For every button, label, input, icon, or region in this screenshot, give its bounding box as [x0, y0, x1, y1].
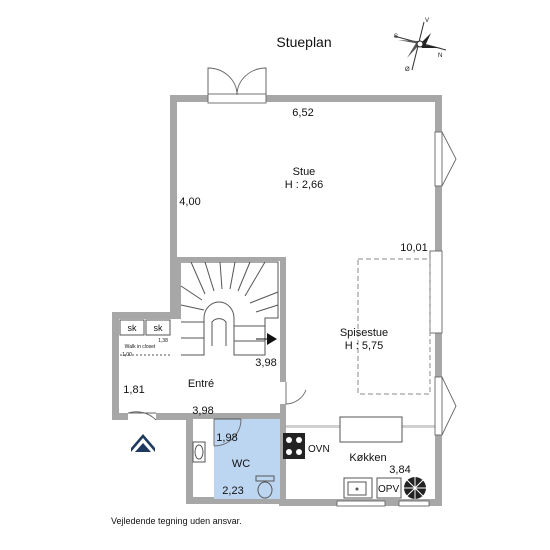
dim-kitchen-width: 3,84 [389, 464, 410, 476]
compass-label-v: V [425, 18, 429, 24]
terrace-doors [207, 67, 267, 104]
compass-icon: V N S Ø [393, 18, 447, 73]
label-ovn: OVN [308, 444, 330, 455]
entrance-door [127, 411, 157, 421]
label-opv: OPV [378, 484, 399, 495]
entrance-arrow-icon [131, 434, 155, 452]
room-kokken-name: Køkken [349, 452, 386, 464]
room-walk-in-name: Walk in closet [125, 344, 156, 350]
dim-entre-depth: 1,81 [123, 384, 144, 396]
plan-title: Stueplan [276, 34, 331, 50]
room-wc-name: WC [232, 458, 250, 470]
dim-closet-a: 1,38 [158, 338, 168, 344]
dim-stue-width: 6,52 [292, 107, 313, 119]
room-entre-name: Entré [188, 378, 214, 390]
dining-area-outline [357, 258, 431, 395]
room-spisestue-height: H : 5,75 [345, 340, 384, 352]
dim-entre-width: 3,98 [192, 405, 213, 417]
bottom-window [336, 500, 386, 507]
dim-stue-depth: 4,00 [179, 196, 200, 208]
dim-wc-depth: 1,98 [216, 432, 237, 444]
dim-right-depth: 10,01 [400, 242, 428, 254]
sink-icon [192, 441, 206, 463]
room-stue-name: Stue [293, 166, 316, 178]
room-stue-height: H : 2,66 [285, 179, 324, 191]
closet-cabinets [119, 319, 171, 356]
bottom-window-2 [398, 500, 430, 507]
compass-label-o: Ø [405, 67, 410, 73]
compass-label-s: S [394, 34, 398, 40]
dim-wc-width: 2,23 [222, 485, 243, 497]
dim-stair-width: 3,98 [255, 357, 276, 369]
kitchen-fixtures [283, 416, 426, 499]
room-spisestue-name: Spisestue [340, 327, 388, 339]
staircase [180, 261, 279, 356]
label-sk-1: sk [128, 323, 138, 333]
interior-door [285, 382, 307, 405]
label-sk-2: sk [154, 323, 164, 333]
wc-room [214, 419, 280, 499]
toilet-icon [255, 475, 275, 499]
disclaimer: Vejledende tegning uden ansvar. [111, 516, 242, 526]
compass-label-n: N [438, 53, 442, 59]
right-side-openings [429, 131, 457, 436]
dim-closet-b: 1,00 [122, 352, 132, 358]
stair-arrow-icon [267, 333, 277, 345]
wc-door [213, 418, 242, 447]
